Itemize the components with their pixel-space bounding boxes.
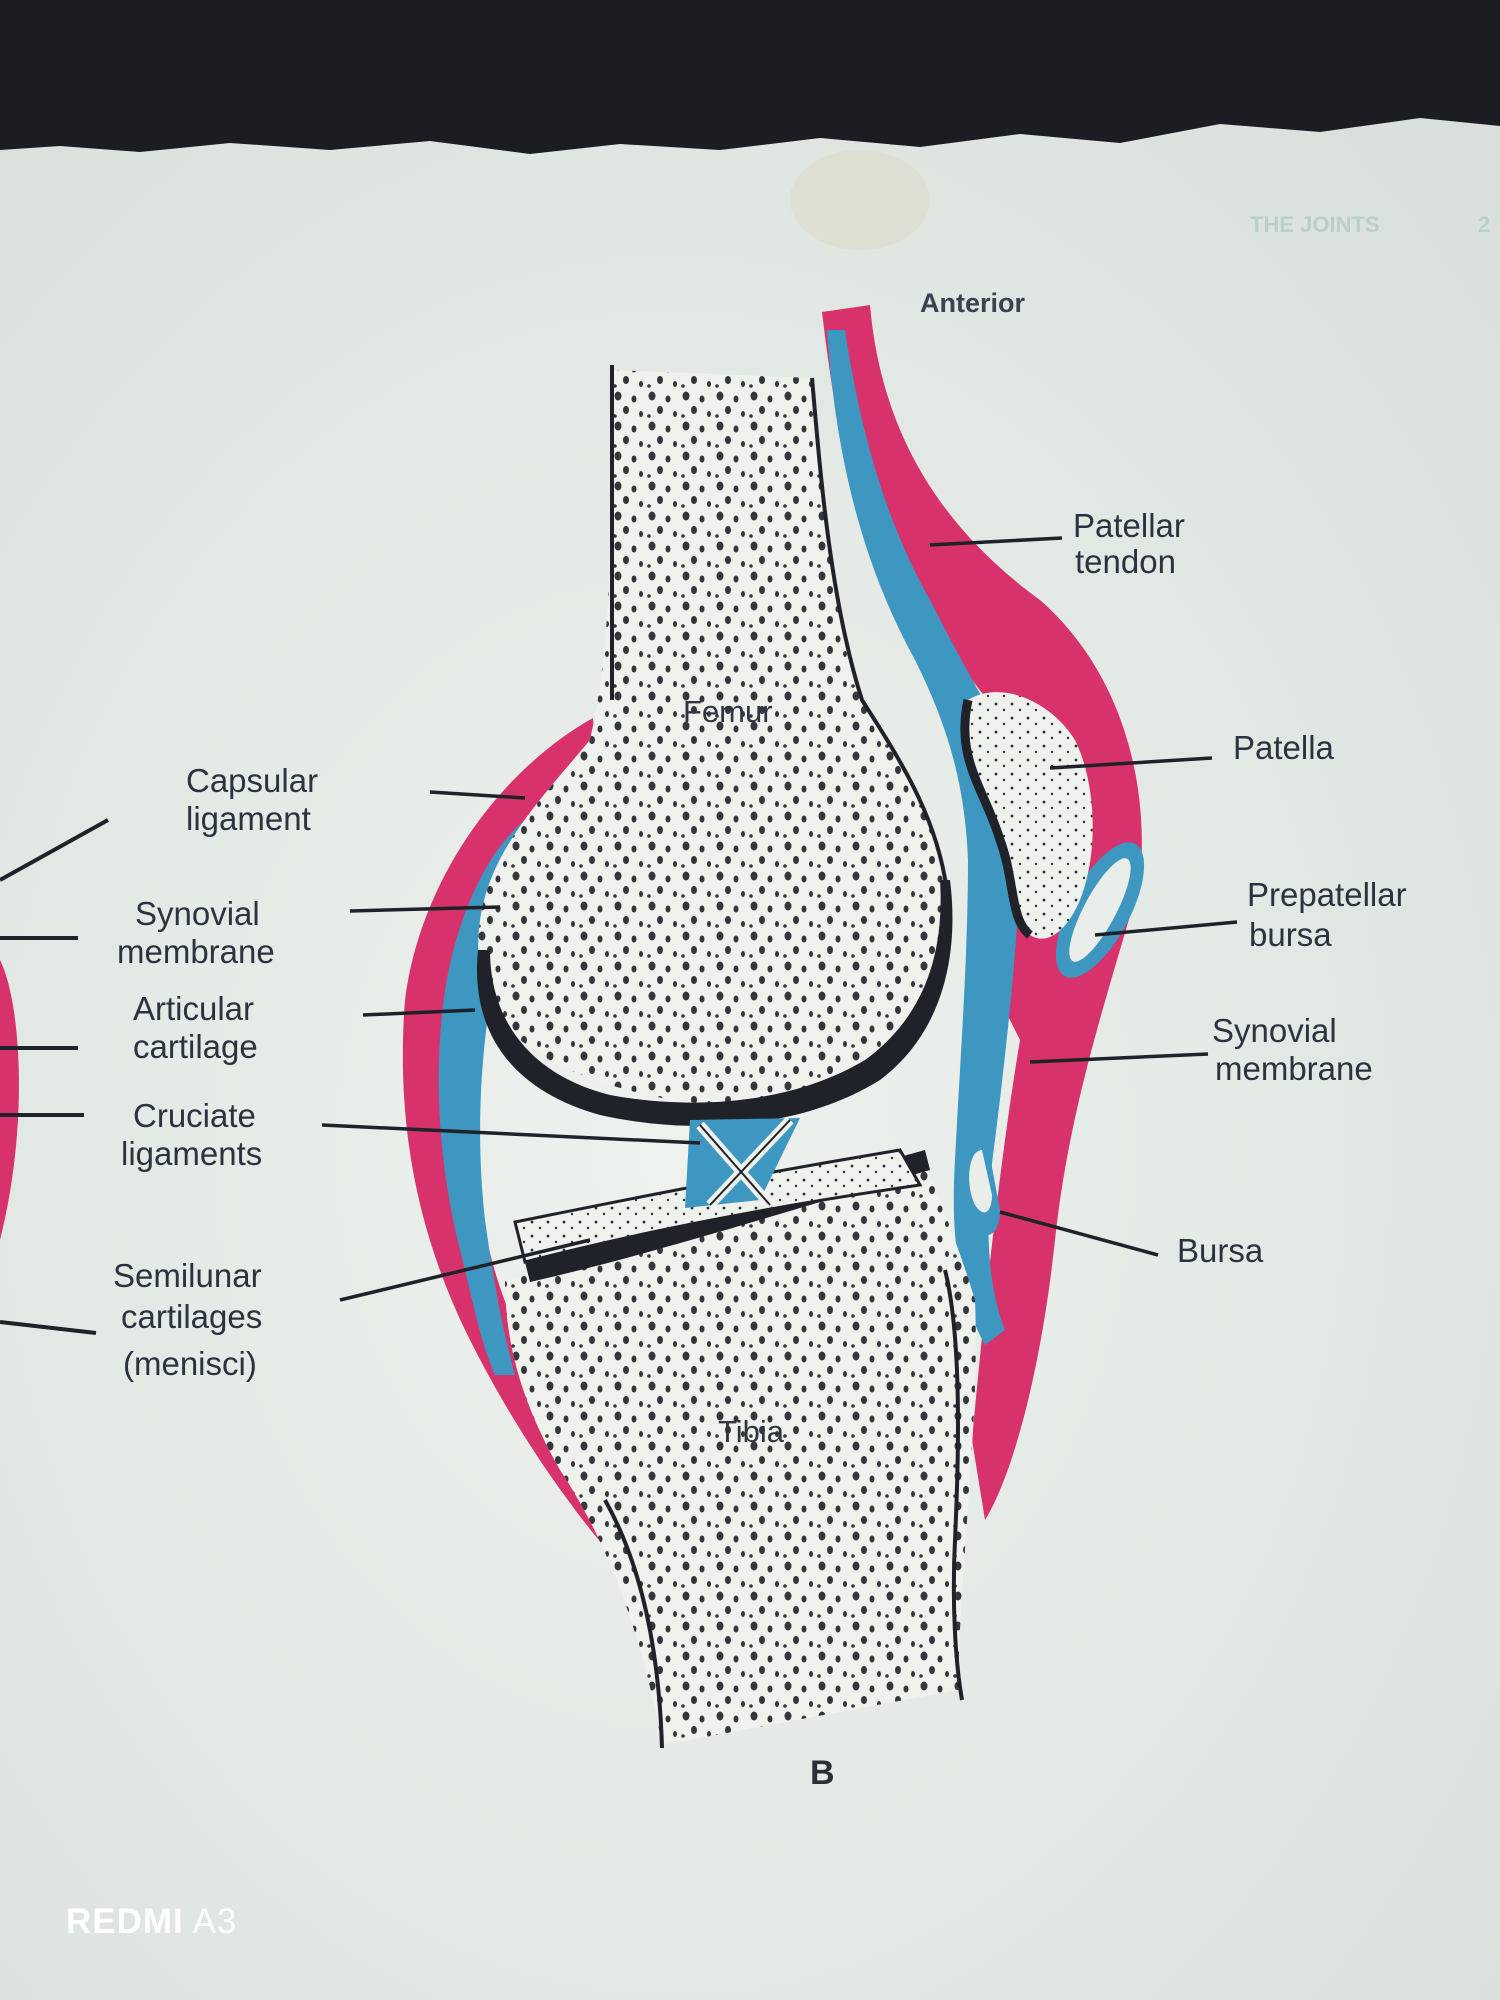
tibia-label: Tibia	[718, 1414, 785, 1449]
figure-letter: B	[810, 1754, 835, 1792]
label-synovial-membrane-left: Synovial membrane	[117, 895, 275, 970]
svg-text:Synovial: Synovial	[1212, 1012, 1337, 1049]
svg-text:Prepatellar: Prepatellar	[1247, 876, 1407, 913]
svg-text:Patellar: Patellar	[1073, 507, 1185, 544]
svg-text:bursa: bursa	[1249, 916, 1332, 953]
camera-watermark: REDMI A3	[66, 1902, 237, 1942]
page-number-fragment: 2	[1478, 212, 1490, 237]
svg-text:tendon: tendon	[1075, 543, 1176, 580]
label-prepatellar-bursa: Prepatellar bursa	[1247, 876, 1407, 953]
label-semilunar-cartilages: Semilunar cartilages (menisci)	[113, 1257, 262, 1382]
svg-text:membrane: membrane	[1215, 1050, 1373, 1087]
svg-text:Capsular: Capsular	[186, 762, 318, 799]
adjacent-figure-fragment	[0, 960, 19, 1240]
svg-text:ligament: ligament	[186, 800, 311, 837]
svg-text:Semilunar: Semilunar	[113, 1257, 262, 1294]
svg-text:membrane: membrane	[117, 933, 275, 970]
synovial-membrane-right	[827, 330, 1028, 1345]
label-capsular-ligament: Capsular ligament	[186, 762, 318, 837]
femur-label: Femur	[683, 694, 773, 729]
capsular-ligament-left	[402, 718, 620, 1565]
cruciate-ligaments	[685, 1116, 800, 1209]
label-cruciate-ligaments: Cruciate ligaments	[121, 1097, 262, 1172]
label-articular-cartilage: Articular cartilage	[133, 990, 258, 1065]
label-patellar-tendon: Patellar tendon	[1073, 507, 1185, 580]
label-bursa: Bursa	[1177, 1232, 1264, 1269]
watermark-brand: REDMI	[66, 1902, 184, 1941]
svg-text:Bursa: Bursa	[1177, 1232, 1264, 1269]
svg-text:ligaments: ligaments	[121, 1135, 262, 1172]
page-header-fragment: THE JOINTS	[1250, 212, 1380, 237]
label-synovial-membrane-right: Synovial membrane	[1212, 1012, 1373, 1087]
svg-text:Articular: Articular	[133, 990, 254, 1027]
label-patella: Patella	[1233, 729, 1335, 766]
svg-text:Cruciate: Cruciate	[133, 1097, 256, 1134]
svg-text:Synovial: Synovial	[135, 895, 260, 932]
svg-text:cartilage: cartilage	[133, 1028, 258, 1065]
svg-text:cartilages: cartilages	[121, 1298, 262, 1335]
anterior-label: Anterior	[920, 288, 1026, 318]
synovial-membrane-left	[438, 800, 562, 1375]
watermark-model: A3	[192, 1902, 238, 1941]
svg-text:Patella: Patella	[1233, 729, 1335, 766]
svg-text:(menisci): (menisci)	[123, 1345, 257, 1382]
